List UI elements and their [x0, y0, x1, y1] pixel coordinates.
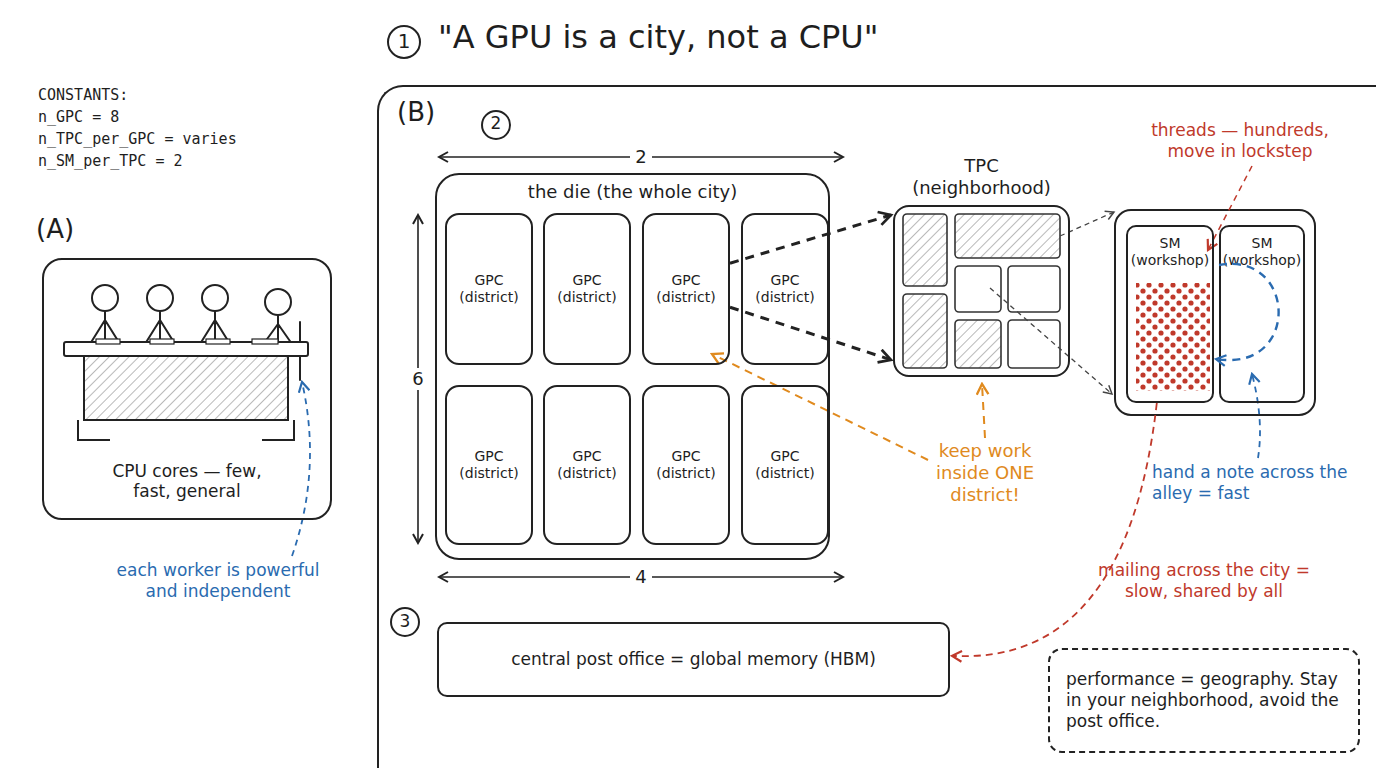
gpc-box: GPC (district) — [642, 213, 730, 365]
node-text: GPC (district) — [743, 448, 827, 482]
tpc-block — [1008, 320, 1060, 368]
connector — [1216, 264, 1279, 360]
paper — [252, 339, 278, 344]
node-text: SM (workshop) — [1221, 235, 1303, 269]
note-box: performance = geography. Stay in your ne… — [1048, 648, 1360, 753]
paper — [150, 339, 174, 344]
annotation: each worker is powerful and independent — [108, 560, 328, 601]
gpc-box: GPC (district) — [543, 213, 631, 365]
callout-number: 2 — [482, 113, 510, 134]
table-legs — [78, 420, 294, 440]
zoom-leader — [990, 288, 1112, 394]
leader-line — [1208, 166, 1252, 250]
gpc-box: GPC (district) — [445, 385, 533, 545]
sm-box: SM (workshop) — [1126, 225, 1214, 403]
worker-head — [265, 289, 291, 315]
annotation: mailing across the city = slow, shared b… — [1086, 560, 1322, 601]
die-box: the die (the whole city) GPC (district) GP… — [435, 173, 830, 560]
dimension-label: 6 — [408, 368, 428, 390]
connector — [730, 215, 891, 263]
sm-box: SM (workshop) — [1219, 225, 1305, 403]
table-front — [84, 356, 288, 420]
memory-box: central post office = global memory (HBM… — [437, 622, 950, 697]
node-text: SM (workshop) — [1128, 235, 1212, 269]
annotation: hand a note across the alley = fast — [1152, 462, 1357, 503]
worker-head — [92, 285, 118, 311]
node-text: performance = geography. Stay in your ne… — [1066, 669, 1342, 731]
callout-number: 3 — [391, 611, 419, 632]
constants-line: n_SM_per_TPC = 2 — [38, 152, 318, 170]
node-text: CPU cores — few, fast, general — [100, 461, 275, 502]
gpc-box: GPC (district) — [741, 385, 829, 545]
constants-line: n_TPC_per_GPC = varies — [38, 130, 318, 148]
tpc-block — [903, 294, 947, 368]
constants-line: n_GPC = 8 — [38, 108, 318, 126]
paper — [96, 339, 120, 344]
callout-circle — [391, 608, 419, 636]
callout-number: 1 — [388, 29, 420, 53]
tpc-block — [955, 214, 1060, 258]
callout-circle — [482, 111, 510, 139]
gpc-box: GPC (district) — [543, 385, 631, 545]
worker-head — [202, 285, 228, 311]
thread-dots — [1136, 283, 1210, 391]
tpc-block — [955, 266, 1001, 312]
tpc-block — [903, 214, 947, 286]
tpc-block — [1008, 266, 1060, 312]
dimension-label: 2 — [630, 146, 652, 168]
gpc-box: GPC (district) — [741, 213, 829, 365]
connector — [730, 307, 891, 360]
annotation: threads — hundreds, move in lockstep — [1142, 120, 1338, 161]
leader-line — [1252, 374, 1260, 458]
gpc-box: GPC (district) — [445, 213, 533, 365]
leader-line — [292, 382, 310, 556]
panel-frame: (B) the die (the whole city) GPC (district… — [377, 85, 1376, 768]
node-text: GPC (district) — [545, 272, 629, 306]
leader-line — [712, 354, 928, 460]
node-text: GPC (district) — [743, 272, 827, 306]
gpc-box: GPC (district) — [642, 385, 730, 545]
node-text: GPC (district) — [447, 448, 531, 482]
node-text: GPC (district) — [644, 272, 728, 306]
node-text: GPC (district) — [545, 448, 629, 482]
node-text: GPC (district) — [644, 448, 728, 482]
cpu-box: CPU cores — few, fast, general — [42, 258, 332, 520]
paper — [206, 339, 230, 344]
dimension-label: 4 — [630, 566, 652, 588]
annotation: keep work inside ONE district! — [922, 440, 1048, 506]
node-text: (B) — [397, 97, 435, 129]
node-text: the die (the whole city) — [528, 181, 737, 203]
diagram-title: "A GPU is a city, not a CPU" — [438, 18, 1038, 57]
worker-head — [147, 285, 173, 311]
node-text: GPC (district) — [447, 272, 531, 306]
sm-group-outline — [1115, 210, 1315, 415]
tpc-block — [955, 320, 1001, 368]
node-text: TPC (neighborhood) — [911, 155, 1052, 199]
node-text: central post office = global memory (HBM… — [511, 649, 876, 670]
constants-line: CONSTANTS: — [38, 86, 318, 104]
connector — [952, 403, 1157, 656]
tpc-box: TPC (neighborhood) — [893, 205, 1070, 377]
callout-circle — [388, 26, 420, 58]
panel-letter: (A) — [36, 214, 116, 246]
leader-line — [982, 384, 985, 438]
